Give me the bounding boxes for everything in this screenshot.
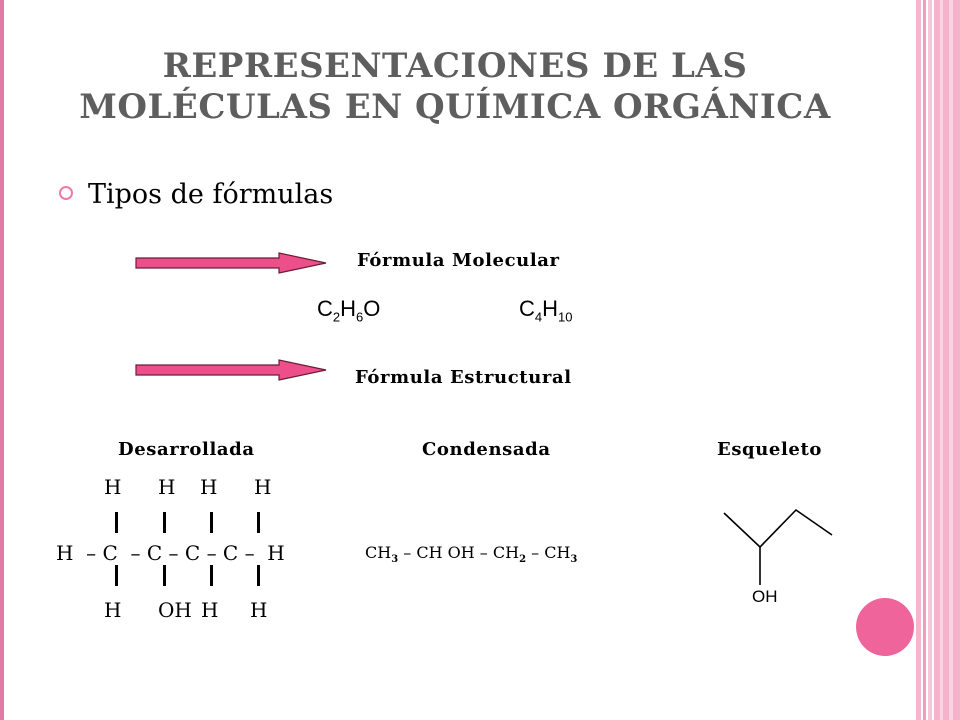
- cf-sub: 2: [519, 554, 527, 566]
- column-developed: Desarrollada: [118, 439, 255, 460]
- skeleton-formula: [723, 508, 833, 585]
- bottom-hydrogen: H: [250, 598, 268, 622]
- column-skeleton: Esqueleto: [717, 439, 822, 460]
- cf-part: – CH: [526, 543, 571, 562]
- molecular-formula-label: Fórmula Molecular: [357, 250, 560, 271]
- cf-part: – CH OH – CH: [398, 543, 520, 562]
- decorative-circle: [856, 598, 914, 656]
- cf-part: CH: [365, 543, 392, 562]
- left-border: [0, 0, 4, 720]
- bond-line: [257, 512, 260, 533]
- arrow-right-icon: [135, 252, 327, 274]
- element-c: C: [317, 296, 333, 321]
- column-condensed: Condensada: [422, 439, 551, 460]
- element-o: O: [363, 296, 381, 321]
- bond-line: [163, 565, 166, 586]
- bullet-text: Tipos de fórmulas: [88, 179, 334, 210]
- top-hydrogen: H: [158, 475, 176, 499]
- element-h: H: [542, 296, 559, 321]
- element-h: H: [340, 296, 357, 321]
- bond-line: [257, 565, 260, 586]
- condensed-formula: CH3 – CH OH – CH2 – CH3: [365, 543, 577, 565]
- title-line-2: MOLÉCULAS EN QUÍMICA ORGÁNICA: [79, 87, 831, 127]
- subscript: 10: [558, 309, 573, 325]
- bond-line: [163, 512, 166, 533]
- cf-sub: 3: [391, 554, 399, 566]
- title-line-1: REPRESENTACIONES DE LAS: [162, 46, 748, 86]
- molecular-formula-butane: C4H10: [519, 296, 572, 324]
- subscript: 4: [534, 309, 543, 325]
- carbon-chain: H – C – C – C – C – H: [56, 541, 285, 565]
- bond-line: [210, 512, 213, 533]
- element-c: C: [519, 296, 535, 321]
- top-hydrogen: H: [254, 475, 272, 499]
- bond-line: [115, 565, 118, 586]
- skeleton-oh-label: OH: [752, 587, 778, 606]
- subscript: 6: [356, 309, 364, 325]
- bottom-hydrogen: H: [201, 598, 219, 622]
- bond-line: [210, 565, 213, 586]
- bottom-hydrogen: H: [104, 598, 122, 622]
- top-hydrogen: H: [104, 475, 122, 499]
- structural-formula-label: Fórmula Estructural: [355, 367, 572, 388]
- arrow-right-icon: [135, 359, 327, 381]
- cf-sub: 3: [570, 554, 578, 566]
- subscript: 2: [332, 309, 341, 325]
- bullet-circle-icon: [59, 186, 73, 200]
- right-decoration: [916, 0, 960, 720]
- slide-title: REPRESENTACIONES DE LAS MOLÉCULAS EN QUÍ…: [40, 46, 870, 128]
- top-hydrogen: H: [200, 475, 218, 499]
- molecular-formula-ethanol: C2H6O: [317, 296, 380, 324]
- bond-line: [115, 512, 118, 533]
- hydroxyl-group: OH: [158, 598, 192, 622]
